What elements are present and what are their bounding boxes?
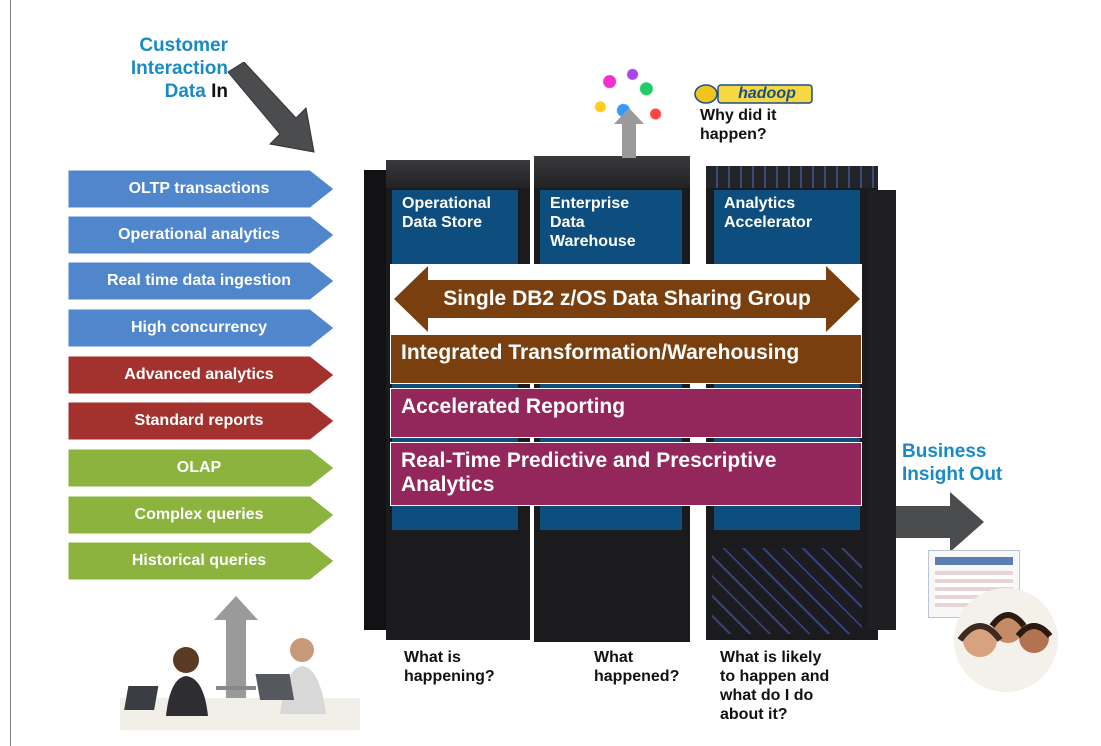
predictive-line-2: Analytics <box>401 473 495 496</box>
edw-label-2: Data <box>550 214 585 231</box>
workload-arrow: Complex queries <box>68 496 336 534</box>
question-happened: What happened? <box>594 648 679 686</box>
workload-label: Historical queries <box>131 552 267 569</box>
workload-arrow: OLTP transactions <box>68 170 336 208</box>
q3-line-1: What is likely <box>720 649 822 666</box>
workload-arrow-shape <box>68 449 335 487</box>
predictive-line-1: Real-Time Predictive and Prescriptive <box>401 449 777 472</box>
aa-label-1: Analytics <box>724 195 796 212</box>
workload-arrow: Operational analytics <box>68 216 336 254</box>
title-line-1: Customer <box>139 35 228 56</box>
workload-label: Operational analytics <box>118 226 280 243</box>
workload-label: Complex queries <box>134 506 264 523</box>
hadoop-caption-2: happen? <box>700 126 767 143</box>
data-in-arrow-icon <box>227 62 315 153</box>
edw-label-3: Warehouse <box>550 233 636 250</box>
title-line-2: Interaction <box>130 58 228 79</box>
q3-line-4: about it? <box>720 706 788 723</box>
rack-aa-vents-bottom <box>712 548 862 634</box>
workload-arrow-shape <box>68 542 335 580</box>
workload-label: OLAP <box>176 459 222 476</box>
up-arrow-icon <box>214 596 258 726</box>
reporting-band: Accelerated Reporting <box>390 388 862 438</box>
q1-line-1: What is <box>404 649 461 666</box>
workload-label: Standard reports <box>134 412 264 429</box>
rack-aa-vents-top <box>706 166 878 188</box>
double-arrow-icon <box>394 266 860 332</box>
office-users-photo-icon <box>120 638 360 730</box>
hadoop-caption: Why did it happen? <box>700 106 776 144</box>
workload-arrow-shape <box>68 262 335 300</box>
workload-arrow: Real time data ingestion <box>68 262 336 300</box>
title-in-word: In <box>211 81 228 102</box>
ods-label-2: Data Store <box>402 214 483 231</box>
insight-out-arrow-icon <box>896 492 984 552</box>
sharing-band-label: Single DB2 z/OS Data Sharing Group <box>443 287 811 310</box>
predictive-band: Real-Time Predictive and Prescriptive An… <box>390 442 862 506</box>
q2-line-2: happened? <box>594 668 680 685</box>
workload-label: OLTP transactions <box>128 180 270 197</box>
customer-interaction-title: Customer Interaction Data In <box>60 34 228 103</box>
workload-arrow-shape <box>68 356 335 394</box>
business-insight-title: Business Insight Out <box>902 440 1042 486</box>
workload-label: Real time data ingestion <box>106 272 292 289</box>
q3-line-3: what do I do <box>720 687 814 704</box>
workload-arrow: Advanced analytics <box>68 356 336 394</box>
insight-line-1: Business <box>902 441 987 462</box>
aa-label-2: Accelerator <box>724 214 813 231</box>
q3-line-2: to happen and <box>720 668 830 685</box>
title-line-3: Data In <box>60 80 228 103</box>
hadoop-logo-text: hadoop <box>738 85 796 102</box>
question-likely: What is likely to happen and what do I d… <box>720 648 829 724</box>
workload-label: High concurrency <box>130 319 268 336</box>
transformation-band: Integrated Transformation/Warehousing <box>390 334 862 384</box>
workload-arrow-shape <box>68 309 335 347</box>
rack-right-edge <box>868 190 896 630</box>
call-center-agents-photo-icon <box>954 588 1058 692</box>
workload-arrow: High concurrency <box>68 309 336 347</box>
question-happening: What is happening? <box>404 648 495 686</box>
left-divider-line <box>10 0 11 746</box>
workload-arrow: OLAP <box>68 449 336 487</box>
ods-label-1: Operational <box>402 195 491 212</box>
workload-arrow-shape <box>68 216 335 254</box>
insight-line-2: Insight Out <box>902 464 1003 485</box>
workload-arrow-shape <box>68 496 335 534</box>
hadoop-logo-icon <box>694 84 813 104</box>
q1-line-2: happening? <box>404 668 495 685</box>
q2-line-1: What <box>594 649 634 666</box>
workload-arrow: Standard reports <box>68 402 336 440</box>
rack-edw-top <box>534 156 690 188</box>
edw-label-1: Enterprise <box>550 195 630 212</box>
rack-ods-top <box>386 160 530 188</box>
workload-arrow-shape <box>68 170 335 208</box>
workload-arrow-shape <box>68 402 335 440</box>
hadoop-caption-1: Why did it <box>700 107 777 124</box>
workload-label: Advanced analytics <box>124 366 274 383</box>
hadoop-up-arrow-icon <box>614 108 644 158</box>
title-data-word: Data <box>164 81 206 102</box>
workload-arrow: Historical queries <box>68 542 336 580</box>
